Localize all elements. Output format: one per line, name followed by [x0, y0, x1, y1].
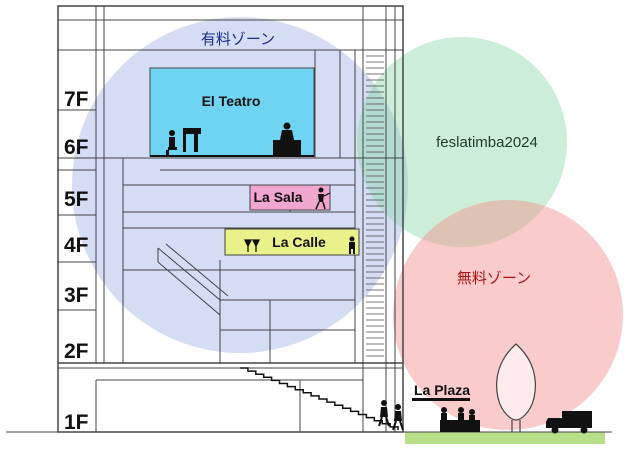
fesla-zone-label: feslatimba2024 [436, 134, 538, 151]
floor-label-4f: 4F [64, 234, 89, 257]
piano-player-icon [166, 128, 201, 156]
truck-icon [546, 411, 592, 434]
floor-label-5f: 5F [64, 188, 89, 211]
calle-label: La Calle [272, 234, 326, 250]
dancer-icon [315, 187, 331, 210]
floor-label-3f: 3F [64, 284, 89, 307]
building-structure [57, 5, 404, 433]
inner-staircase [157, 243, 229, 317]
free-zone-circle [393, 200, 623, 430]
paid-zone-label: 有料ゾーン [201, 31, 275, 48]
floor-label-2f: 2F [64, 340, 89, 363]
stair-steps [240, 367, 399, 430]
sala-label: La Sala [253, 189, 302, 205]
ground-strip [405, 432, 605, 444]
stair-shaft [366, 55, 384, 357]
wine-glasses-icon [243, 239, 261, 252]
teatro-label: El Teatro [202, 93, 261, 109]
floor-label-6f: 6F [64, 136, 89, 159]
cafe-table-icon [412, 398, 480, 432]
calle-person-icon [349, 236, 355, 254]
floor-label-1f: 1F [64, 411, 89, 434]
walking-people-icon [378, 400, 404, 431]
floor-label-7f: 7F [64, 88, 89, 111]
fesla-zone-circle [357, 37, 567, 247]
plaza-label: La Plaza [414, 382, 470, 398]
main-staircase [240, 367, 399, 430]
tree-icon [495, 343, 537, 432]
singer-icon [273, 122, 301, 156]
free-zone-label: 無料ゾーン [457, 270, 531, 287]
